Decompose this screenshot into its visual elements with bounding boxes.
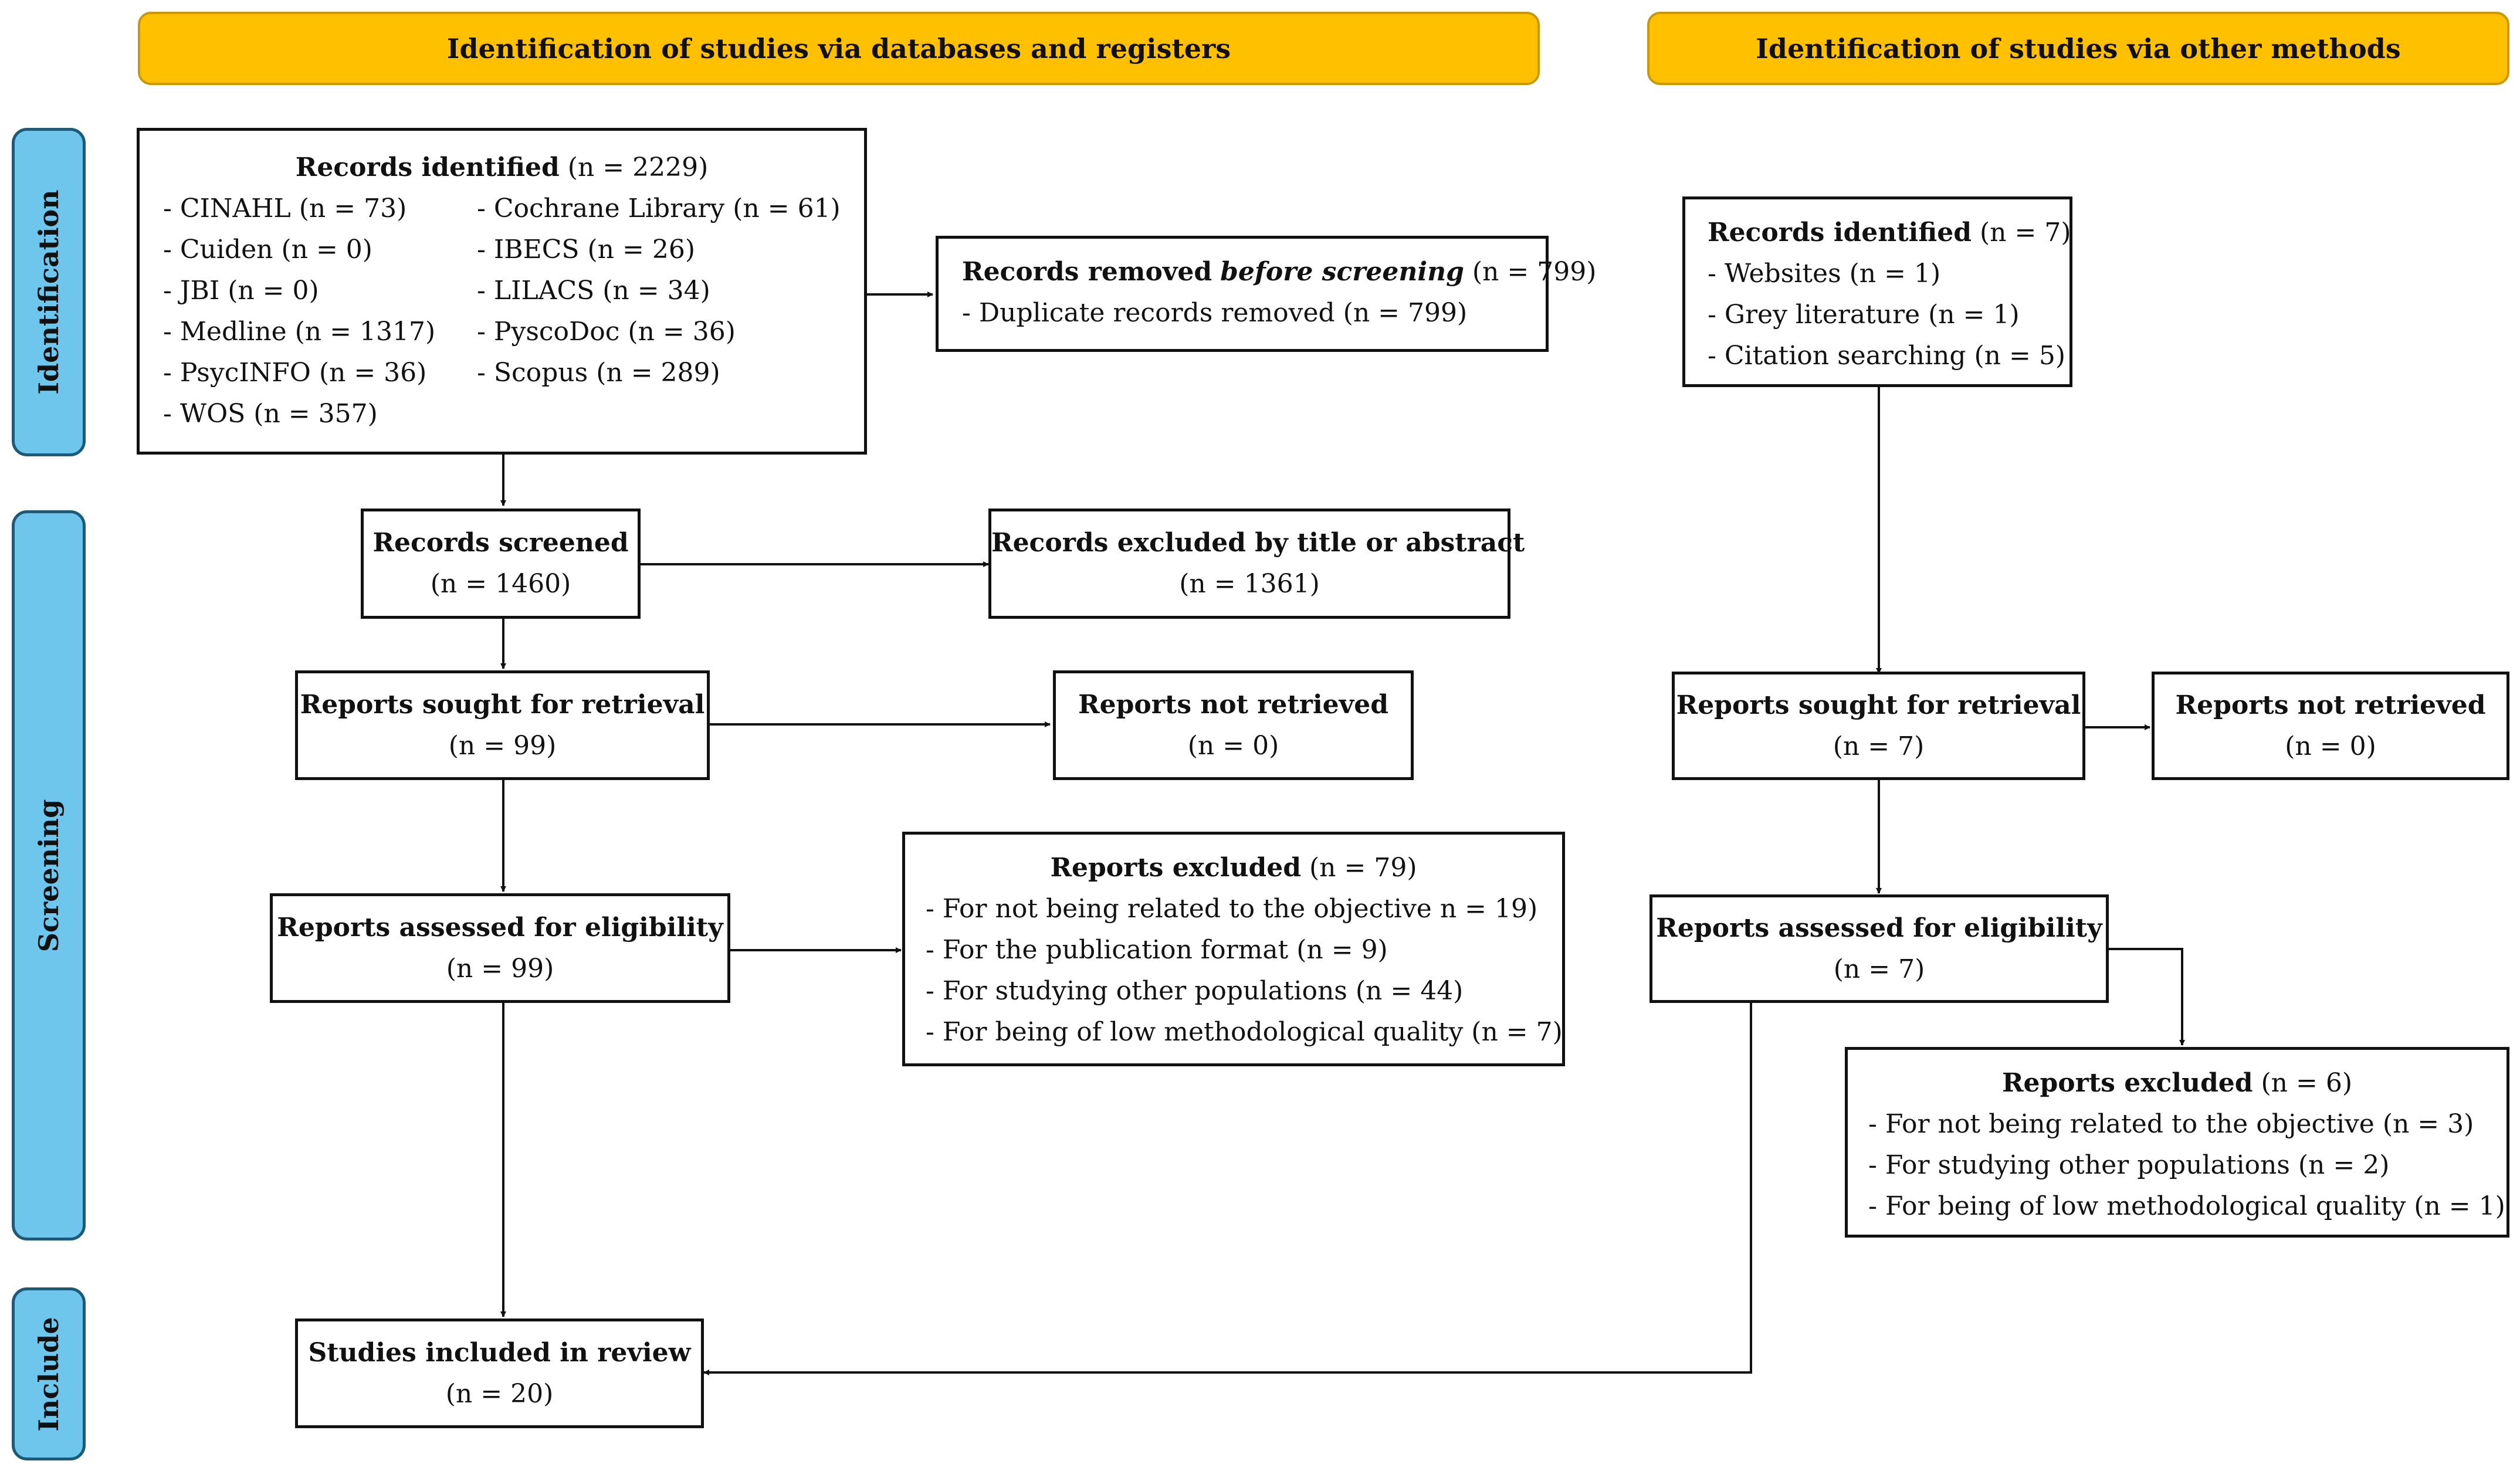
records-removed-detail: - Duplicate records removed (n = 799)	[962, 298, 1468, 328]
source-item: - JBI (n = 0)	[163, 276, 319, 306]
header-databases: Identification of studies via databases …	[138, 12, 1540, 85]
source-item: - Medline (n = 1317)	[163, 317, 436, 347]
other-records-identified-count: (n = 7)	[1980, 218, 2071, 248]
phase-include: Include	[12, 1287, 86, 1460]
other-not-retrieved-title: Reports not retrieved	[2175, 690, 2486, 720]
records-excluded-count: (n = 1361)	[1179, 569, 1320, 599]
box-reports-excluded: Reports excluded (n = 79) - For not bein…	[902, 832, 1565, 1066]
source-item: - Scopus (n = 289)	[477, 358, 720, 388]
box-other-reports-assessed: Reports assessed for eligibility (n = 7)	[1649, 894, 2109, 1003]
records-screened-title: Records screened	[372, 528, 629, 558]
other-exclusion-reason: - For studying other populations (n = 2)	[1868, 1150, 2390, 1180]
box-reports-sought: Reports sought for retrieval (n = 99)	[295, 670, 710, 780]
reports-assessed-title: Reports assessed for eligibility	[277, 912, 723, 943]
records-removed-italic: before screening	[1220, 257, 1464, 287]
phase-screening: Screening	[12, 510, 86, 1240]
other-reports-excluded-count: (n = 6)	[2261, 1068, 2353, 1098]
records-identified-col1: - CINAHL (n = 73) - Cuiden (n = 0) - JBI…	[163, 188, 477, 435]
source-item: - CINAHL (n = 73)	[163, 194, 407, 223]
reports-not-retrieved-title: Reports not retrieved	[1078, 689, 1388, 720]
other-source-item: - Websites (n = 1)	[1708, 259, 1941, 289]
box-records-excluded: Records excluded by title or abstract (n…	[988, 509, 1525, 619]
source-item: - WOS (n = 357)	[163, 399, 378, 429]
records-screened-count: (n = 1460)	[430, 569, 571, 599]
records-removed-count: (n = 799)	[1472, 257, 1597, 287]
source-item: - Cochrane Library (n = 61)	[477, 194, 841, 223]
header-other-methods: Identification of studies via other meth…	[1647, 12, 2509, 85]
box-reports-not-retrieved: Reports not retrieved (n = 0)	[1053, 670, 1414, 780]
phase-identification: Identification	[12, 128, 86, 456]
studies-included-count: (n = 20)	[445, 1378, 554, 1409]
other-exclusion-reason: - For being of low methodological qualit…	[1868, 1191, 2505, 1221]
header-databases-label: Identification of studies via databases …	[446, 32, 1231, 65]
phase-include-label: Include	[33, 1316, 65, 1432]
source-item: - PsycINFO (n = 36)	[163, 358, 427, 388]
box-other-reports-excluded: Reports excluded (n = 6) - For not being…	[1845, 1047, 2509, 1238]
box-records-screened: Records screened (n = 1460)	[361, 509, 641, 619]
records-identified-count: (n = 2229)	[567, 152, 709, 182]
exclusion-reason: - For studying other populations (n = 44…	[926, 976, 1464, 1006]
exclusion-reason: - For the publication format (n = 9)	[926, 935, 1388, 965]
other-reports-assessed-title: Reports assessed for eligibility	[1656, 913, 2102, 943]
box-other-not-retrieved: Reports not retrieved (n = 0)	[2152, 672, 2509, 780]
reports-sought-title: Reports sought for retrieval	[300, 689, 705, 720]
arrow-other-assessed-to-included	[703, 1003, 1752, 1375]
other-reports-excluded-title: Reports excluded	[2001, 1068, 2253, 1098]
arrow-other-assessed-to-excluded	[2109, 948, 2185, 1046]
records-removed-title: Records removed	[962, 257, 1212, 287]
phase-screening-label: Screening	[33, 799, 65, 952]
other-source-item: - Citation searching (n = 5)	[1708, 341, 2066, 371]
other-records-identified-title: Records identified	[1708, 218, 1972, 248]
source-item: - PyscoDoc (n = 36)	[477, 317, 736, 347]
other-reports-sought-title: Reports sought for retrieval	[1676, 690, 2081, 720]
other-source-item: - Grey literature (n = 1)	[1708, 300, 2020, 330]
box-other-records-identified: Records identified (n = 7) - Websites (n…	[1682, 196, 2072, 387]
box-studies-included: Studies included in review (n = 20)	[295, 1319, 704, 1428]
box-reports-assessed: Reports assessed for eligibility (n = 99…	[270, 893, 730, 1003]
box-other-reports-sought: Reports sought for retrieval (n = 7)	[1672, 672, 2085, 780]
records-identified-col2: - Cochrane Library (n = 61) - IBECS (n =…	[477, 188, 841, 435]
box-records-removed: Records removed before screening (n = 79…	[936, 236, 1596, 352]
reports-assessed-count: (n = 99)	[446, 953, 554, 984]
records-excluded-title: Records excluded by title or abstract	[991, 528, 1525, 558]
records-identified-title: Records identified	[295, 152, 560, 182]
studies-included-title: Studies included in review	[308, 1337, 691, 1368]
exclusion-reason: - For not being related to the objective…	[926, 894, 1538, 924]
reports-sought-count: (n = 99)	[448, 730, 557, 761]
reports-excluded-title: Reports excluded	[1050, 853, 1302, 883]
exclusion-reason: - For being of low methodological qualit…	[926, 1017, 1563, 1047]
phase-identification-label: Identification	[33, 189, 65, 395]
box-records-identified: Records identified (n = 2229) - CINAHL (…	[137, 128, 867, 455]
source-item: - LILACS (n = 34)	[477, 276, 710, 306]
reports-not-retrieved-count: (n = 0)	[1187, 730, 1279, 761]
other-not-retrieved-count: (n = 0)	[2285, 731, 2376, 761]
other-exclusion-reason: - For not being related to the objective…	[1868, 1109, 2474, 1139]
header-other-label: Identification of studies via other meth…	[1756, 32, 2401, 65]
reports-excluded-count: (n = 79)	[1309, 853, 1417, 883]
source-item: - Cuiden (n = 0)	[163, 235, 372, 265]
other-reports-sought-count: (n = 7)	[1833, 731, 1925, 761]
source-item: - IBECS (n = 26)	[477, 235, 695, 265]
other-reports-assessed-count: (n = 7)	[1833, 954, 1925, 984]
